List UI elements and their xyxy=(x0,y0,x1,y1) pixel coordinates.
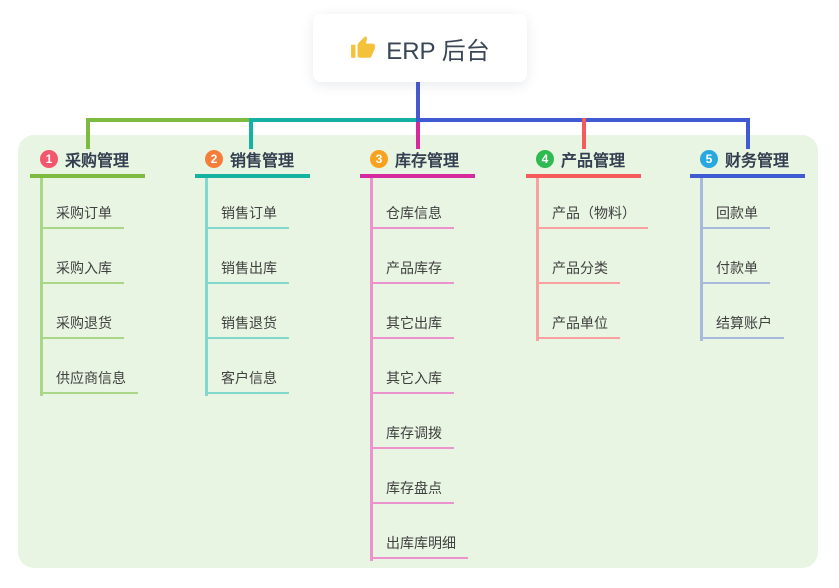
trunk-line-branch-5 xyxy=(700,178,703,341)
child-node[interactable]: 销售订单 xyxy=(205,203,289,229)
branch-header-4[interactable]: 4 产品管理 xyxy=(526,146,642,178)
branch-label: 库存管理 xyxy=(395,153,460,170)
child-node[interactable]: 结算账户 xyxy=(700,313,784,339)
branch-header-1[interactable]: 1 采购管理 xyxy=(30,146,146,178)
child-node[interactable]: 采购退货 xyxy=(40,313,124,339)
drop-line-branch-2 xyxy=(249,118,253,149)
child-node[interactable]: 仓库信息 xyxy=(370,203,454,229)
branch-header-2[interactable]: 2 销售管理 xyxy=(195,146,311,178)
branches-panel xyxy=(18,135,818,568)
child-node[interactable]: 出库库明细 xyxy=(370,533,468,559)
thumbs-up-icon xyxy=(350,35,376,61)
child-node[interactable]: 销售出库 xyxy=(205,258,289,284)
branch-badge-4: 4 xyxy=(536,150,554,168)
branch-badge-5: 5 xyxy=(700,150,718,168)
child-node[interactable]: 客户信息 xyxy=(205,368,289,394)
child-node[interactable]: 产品单位 xyxy=(536,313,620,339)
drop-line-branch-4 xyxy=(582,118,586,149)
child-node[interactable]: 其它出库 xyxy=(370,313,454,339)
root-node[interactable]: ERP 后台 xyxy=(313,14,527,82)
child-node[interactable]: 库存调拨 xyxy=(370,423,454,449)
branch-label: 销售管理 xyxy=(230,153,295,170)
root-label: ERP 后台 xyxy=(386,37,490,65)
root-stem-line xyxy=(416,82,420,122)
child-node[interactable]: 产品分类 xyxy=(536,258,620,284)
drop-line-branch-5 xyxy=(746,118,750,149)
branch-header-5[interactable]: 5 财务管理 xyxy=(690,146,806,178)
trunk-line-branch-4 xyxy=(536,178,539,341)
child-node[interactable]: 供应商信息 xyxy=(40,368,138,394)
child-node[interactable]: 库存盘点 xyxy=(370,478,454,504)
trunk-line-branch-1 xyxy=(40,178,43,396)
child-node[interactable]: 其它入库 xyxy=(370,368,454,394)
rail-segment-branch-2 xyxy=(249,118,420,122)
child-node[interactable]: 付款单 xyxy=(700,258,770,284)
branch-label: 财务管理 xyxy=(725,153,790,170)
child-node[interactable]: 回款单 xyxy=(700,203,770,229)
branch-label: 产品管理 xyxy=(561,153,626,170)
branch-badge-1: 1 xyxy=(40,150,58,168)
child-node[interactable]: 销售退货 xyxy=(205,313,289,339)
drop-line-branch-3 xyxy=(416,121,420,149)
trunk-line-branch-2 xyxy=(205,178,208,396)
child-node[interactable]: 产品（物料） xyxy=(536,203,648,229)
child-node[interactable]: 采购订单 xyxy=(40,203,124,229)
trunk-line-branch-3 xyxy=(370,178,373,561)
child-node[interactable]: 采购入库 xyxy=(40,258,124,284)
child-node[interactable]: 产品库存 xyxy=(370,258,454,284)
branch-badge-3: 3 xyxy=(370,150,388,168)
branch-badge-2: 2 xyxy=(205,150,223,168)
branch-label: 采购管理 xyxy=(65,153,130,170)
branch-header-3[interactable]: 3 库存管理 xyxy=(360,146,476,178)
drop-line-branch-1 xyxy=(86,118,90,149)
